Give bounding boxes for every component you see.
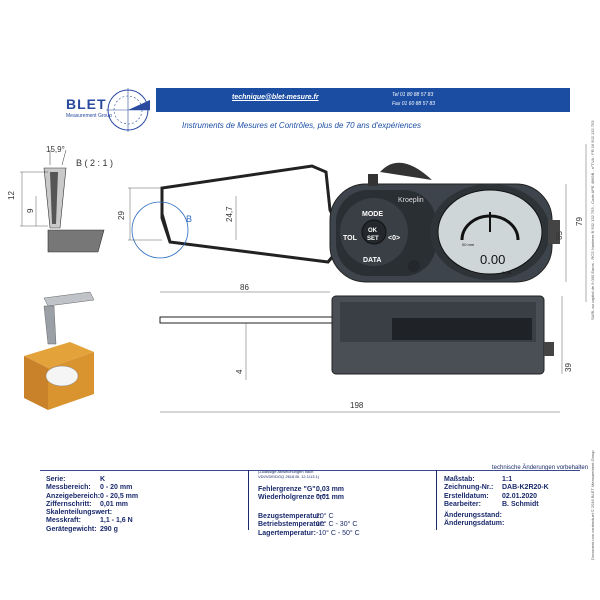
circle-label: B	[186, 214, 192, 224]
footer-separator-2	[436, 470, 437, 530]
logo-subtitle: Measurement Group	[66, 113, 112, 119]
error-value: 0,03 mm	[316, 486, 345, 493]
footer-separator-1	[248, 470, 249, 530]
spec-values: K 0 - 20 mm 0 - 20,5 mm 0,01 mm - 1,1 - …	[100, 476, 138, 534]
brand-label: Kroeplin	[398, 197, 424, 204]
dim-9: 9	[26, 208, 35, 213]
button-zero: <0>	[388, 235, 400, 242]
detail-angle: 15,9°	[46, 145, 65, 154]
spec-label: Messbereich:	[46, 484, 91, 492]
temperature-value: 20° C	[316, 513, 334, 520]
temperature-labels: Bezugstemperatur: Betriebstemperatur: La…	[258, 513, 325, 538]
meta-labels: Maßstab: Zeichnung-Nr.: Erstelldatum: Be…	[444, 476, 493, 509]
detail-label: B ( 2 : 1 )	[76, 158, 113, 168]
spec-value: 0 - 20 mm	[100, 484, 133, 492]
spec-label: Anzeigebereich:	[46, 492, 101, 500]
spec-value: 0 - 20,5 mm	[100, 492, 139, 500]
dim-29: 29	[117, 211, 126, 220]
button-set: SET	[367, 236, 379, 242]
meta-label: Maßstab:	[444, 476, 475, 483]
change-label: Änderungsdatum:	[444, 520, 505, 528]
spec-value: 1,1 - 1,6 N	[100, 517, 133, 525]
spec-label: Serie:	[46, 476, 66, 483]
dim-24-7: 24,7	[225, 206, 234, 222]
meta-value: 02.01.2020	[502, 492, 538, 500]
meta-values: 1:1 DAB-K2R20-K 02.01.2020 B. Schmidt	[502, 476, 549, 509]
button-tol: TOL	[343, 235, 358, 242]
spec-label: Skalenteilungswert:	[46, 509, 113, 517]
change-labels: Änderungsstand: Änderungsdatum:	[444, 512, 504, 529]
error-value: 0,01 mm	[316, 494, 345, 502]
meta-value: B. Schmidt	[502, 500, 539, 508]
spec-label: Ziffernschritt:	[46, 500, 92, 508]
phone-number: Tel 01 80 88 57 83	[392, 92, 434, 98]
temperature-value: -10° C - 50° C	[316, 529, 360, 537]
email-link[interactable]: technique@blet-mesure.fr	[232, 94, 319, 101]
tagline: Instruments de Mesures et Contrôles, plu…	[182, 121, 421, 130]
error-label: Fehlergrenze "G":	[258, 486, 318, 493]
change-label: Änderungsstand:	[444, 512, 502, 519]
meta-label: Erstelldatum:	[444, 492, 489, 500]
error-label: Wiederholgrenze "r":	[258, 494, 328, 502]
technical-drawing: 12 9 15,9° B ( 2 : 1 ) Kroeplin MODE TOL…	[7, 144, 587, 413]
display-range: 0 -20	[502, 270, 512, 275]
temperature-label: Lagertemperatur:	[258, 529, 316, 537]
spec-label: Gerätegewicht:	[46, 525, 97, 533]
meta-label: Bearbeiter:	[444, 500, 481, 508]
gauge-side-view: Kroeplin MODE TOL <0> DATA OK SET 0.00 0…	[117, 144, 587, 302]
dim-12: 12	[7, 191, 16, 200]
button-mode: MODE	[362, 211, 383, 218]
dim-79: 79	[575, 217, 584, 226]
spec-label: Messkraft:	[46, 517, 82, 525]
detail-view-b: 12 9 15,9° B ( 2 : 1 )	[7, 145, 113, 253]
spec-value: K	[100, 476, 106, 483]
footer-note: technische Änderungen vorbehalten	[492, 465, 589, 471]
dim-198: 198	[350, 401, 364, 410]
meta-value: 1:1	[502, 476, 513, 483]
spec-labels: Serie: Messbereich: Anzeigebereich: Ziff…	[46, 476, 112, 534]
dim-86: 86	[240, 283, 249, 292]
copyright-note: Document non contractuel © 2016 BLET Mea…	[590, 450, 595, 560]
temperature-label: Betriebstemperatur:	[258, 521, 325, 529]
temperature-value: 10° C - 30° C	[316, 521, 358, 529]
spec-value: -	[100, 509, 103, 517]
spec-value: 290 g	[100, 525, 118, 533]
tolerance-note: (Zulässige Abweichungen nach VDI/VDE/DGQ…	[258, 469, 320, 479]
error-labels: Fehlergrenze "G": Wiederholgrenze "r":	[258, 486, 328, 503]
spec-value: 0,01 mm	[100, 500, 129, 508]
logo-graphic	[106, 88, 150, 132]
logo-text: BLET	[66, 96, 107, 112]
display-unit: 00 mm	[462, 242, 475, 247]
meta-value: DAB-K2R20-K	[502, 484, 549, 492]
button-data: DATA	[363, 257, 381, 264]
dim-4: 4	[235, 369, 244, 374]
footer-divider	[40, 470, 580, 471]
usage-illustration	[24, 291, 95, 410]
dim-65: 65	[555, 231, 564, 240]
gauge-top-view: 4 39 198	[159, 295, 573, 413]
temperature-values: 20° C 10° C - 30° C -10° C - 50° C	[316, 513, 360, 538]
header-banner	[156, 88, 570, 112]
meta-label: Zeichnung-Nr.:	[444, 484, 494, 492]
fax-number: Fax 01 60 88 57 83	[392, 101, 436, 107]
temperature-label: Bezugstemperatur:	[258, 513, 322, 520]
button-ok: OK	[368, 228, 378, 234]
error-values: 0,03 mm 0,01 mm	[316, 486, 344, 503]
dim-39: 39	[564, 363, 573, 372]
display-value: 0.00	[480, 252, 505, 267]
